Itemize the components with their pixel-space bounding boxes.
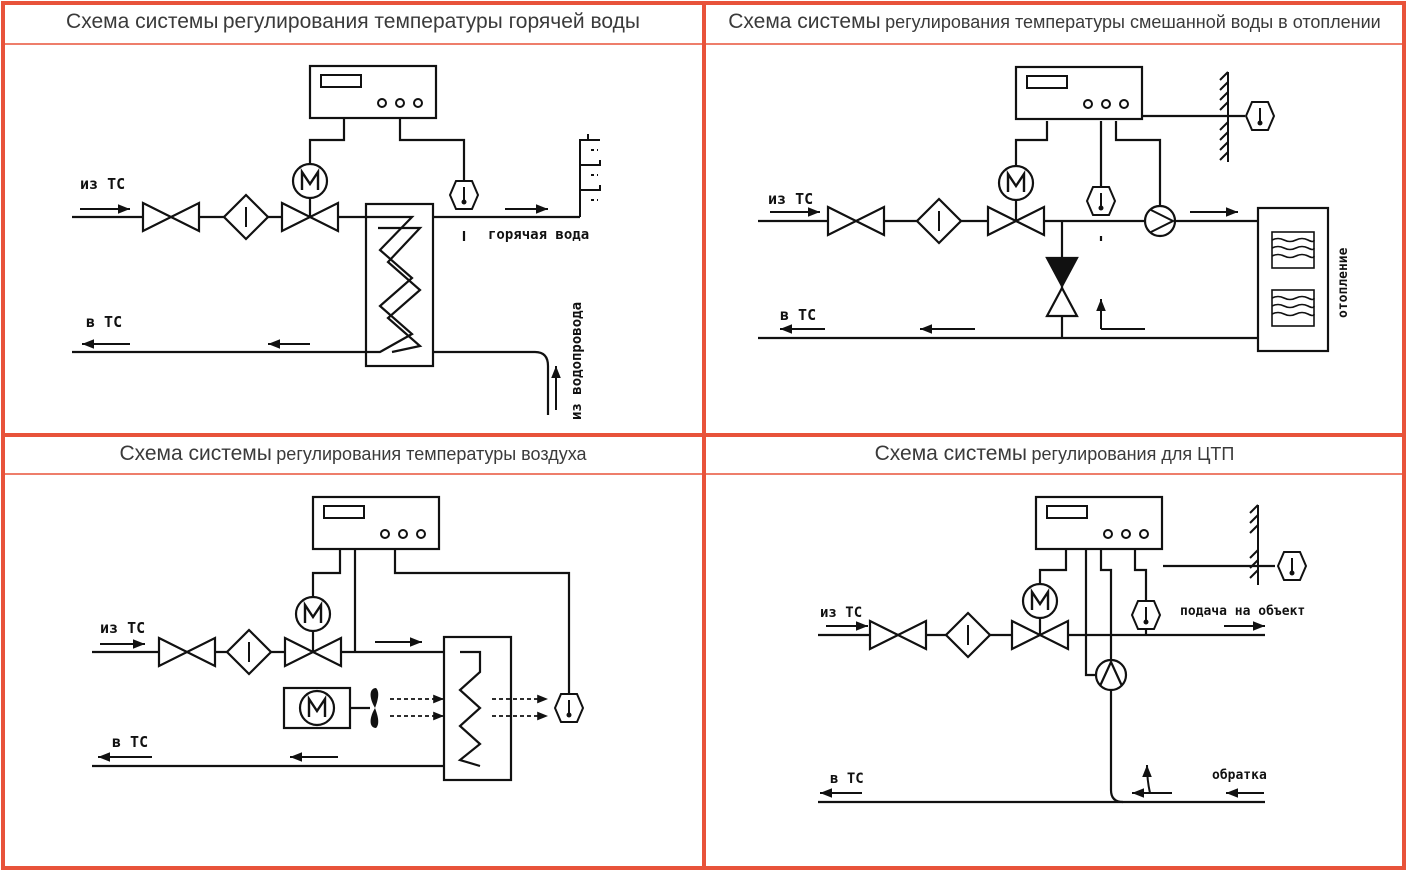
wall-hatch [1249, 504, 1259, 585]
pump-icon [1143, 204, 1177, 238]
motor-icon [291, 162, 329, 200]
fan-icon [370, 688, 379, 728]
controller-icon [308, 64, 438, 120]
flow-arrows [80, 204, 561, 410]
valve-icon [826, 205, 886, 237]
radiator-icon [1271, 231, 1315, 327]
flow-arrows [820, 621, 1265, 798]
motor-icon [294, 595, 332, 633]
water-main-label: из водопровода [569, 302, 585, 420]
heating-label: отопление [1336, 247, 1351, 318]
controller-icon [311, 495, 441, 551]
valve-icon [868, 619, 928, 651]
flow-arrows [98, 637, 422, 762]
temperature-sensor-icon [449, 180, 479, 210]
panel-3-title: Схема системы регулирования температуры … [119, 442, 587, 465]
inlet-label: из ТС [100, 619, 145, 637]
inlet-label: из ТС [768, 190, 813, 208]
valve-icon [157, 636, 217, 668]
filter-icon [225, 628, 273, 676]
filter-icon [222, 193, 270, 241]
panel-1-title: Схема системы регулирования температуры … [66, 10, 640, 33]
panel-4-title: Схема системы регулирования для ЦТП [874, 442, 1235, 465]
outlet-label: в ТС [780, 306, 816, 324]
motor-icon [1021, 582, 1059, 620]
outdoor-sensor-icon [1245, 101, 1275, 131]
supply-label: подача на объект [1180, 604, 1305, 619]
fan-motor-icon [298, 689, 336, 727]
controller-icon [1034, 495, 1164, 551]
wall-hatch [1219, 71, 1229, 162]
temperature-sensor-icon [1131, 600, 1161, 630]
return-label: обратка [1212, 768, 1267, 783]
outlet-label: в ТС [86, 313, 122, 331]
outdoor-sensor-icon [1277, 551, 1307, 581]
flow-arrows [770, 207, 1238, 334]
inlet-label: из ТС [820, 605, 862, 621]
taps-icon [579, 134, 601, 217]
airflow-arrows [390, 694, 548, 721]
outlet-label: в ТС [112, 733, 148, 751]
temperature-sensor-icon [554, 693, 584, 723]
panel-1-diagram [72, 117, 580, 415]
panel-2-title: Схема системы регулирования температуры … [728, 10, 1381, 33]
check-valve-icon [1045, 256, 1079, 318]
inlet-label: из ТС [80, 175, 125, 193]
outlet-label: в ТС [830, 771, 864, 787]
panel-3-diagram [92, 549, 571, 782]
title-dividers [5, 43, 1402, 475]
temperature-sensor-icon [1086, 186, 1116, 216]
filter-icon [915, 197, 963, 245]
controller-icon [1014, 65, 1144, 121]
hot-water-label: горячая вода [488, 227, 589, 243]
motor-icon [997, 164, 1035, 202]
pump-icon [1094, 658, 1128, 692]
filter-icon [944, 611, 992, 659]
valve-icon [141, 201, 201, 233]
